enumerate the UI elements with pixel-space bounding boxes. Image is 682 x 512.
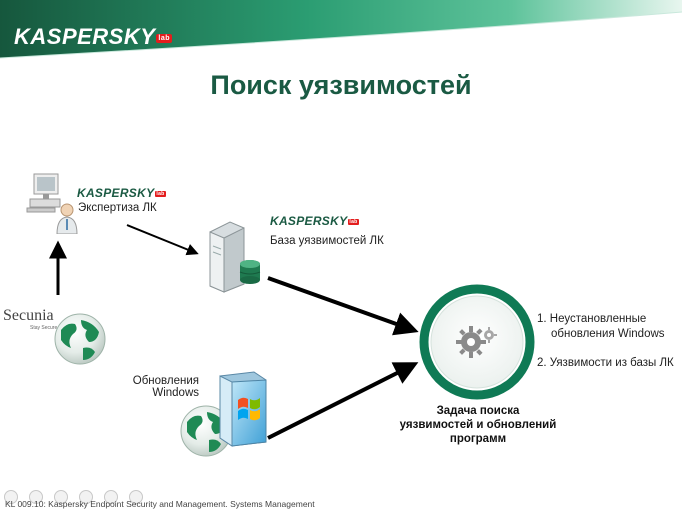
- footer-more-icon[interactable]: [129, 490, 143, 504]
- footer-text: KL 009.10: Kaspersky Endpoint Security a…: [5, 499, 315, 509]
- database-label: База уязвимостей ЛК: [270, 235, 384, 247]
- expertise-label: Экспертиза ЛК: [78, 202, 157, 214]
- arrow-database-to-task: [267, 276, 419, 336]
- footer-menu-icon[interactable]: [79, 490, 93, 504]
- globe-icon: [180, 405, 232, 457]
- gear-icon: [456, 326, 497, 358]
- footer-nav-back-icon[interactable]: [4, 490, 18, 504]
- footer-zoom-icon[interactable]: [104, 490, 118, 504]
- result-item: 1. Неустановленные обновления Windows: [537, 313, 665, 340]
- result-item: 2. Уязвимости из базы ЛК: [537, 357, 674, 369]
- slide-title: Поиск уязвимостей: [210, 70, 472, 100]
- arrow-expertise-to-database: [126, 224, 199, 256]
- arrow-windows-to-task: [267, 362, 419, 440]
- secunia-tagline: Stay Secure: [30, 325, 58, 331]
- secunia-logo: Secunia: [3, 307, 54, 324]
- footer-nav-forward-icon[interactable]: [29, 490, 43, 504]
- windows-updates-label: Обновления Windows: [132, 375, 199, 399]
- header-band: [0, 0, 682, 59]
- windows-box-icon: [219, 371, 267, 447]
- footer-pen-icon[interactable]: [54, 490, 68, 504]
- task-label: Задача поиска уязвимостей и обновлений п…: [399, 405, 557, 445]
- server-database-icon: [209, 221, 261, 293]
- expert-computer-icon: [26, 173, 78, 234]
- globe-icon: [54, 313, 106, 365]
